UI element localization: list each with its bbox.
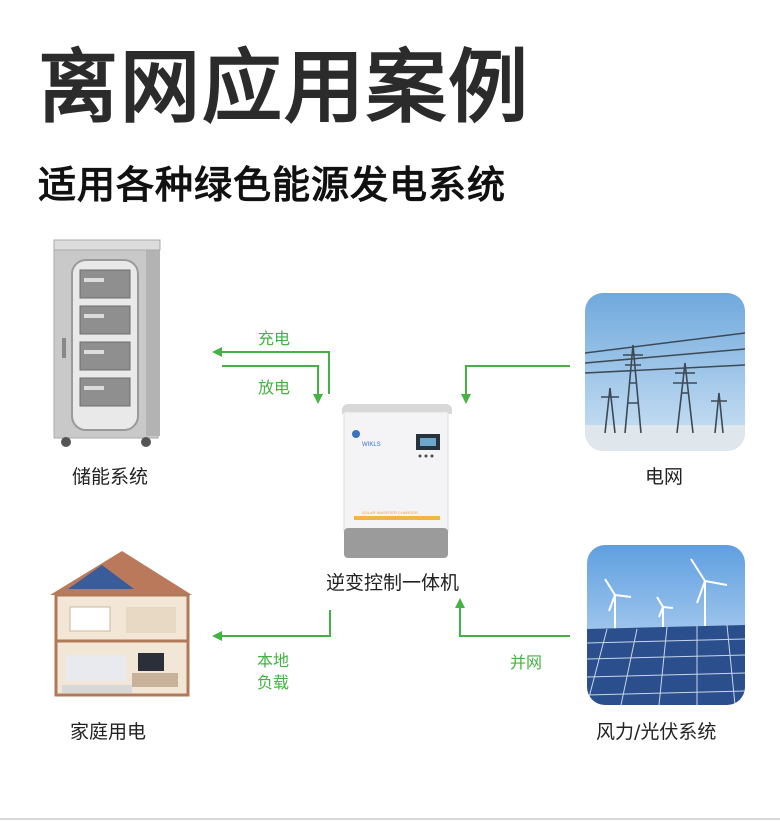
discharge-flow-label: 放电 [258, 378, 291, 397]
wind-solar-label: 风力/光伏系统 [596, 721, 717, 743]
inverter-label: 逆变控制一体机 [326, 572, 460, 594]
charge-flow-label: 充电 [258, 329, 291, 348]
home-power-label: 家庭用电 [70, 721, 147, 743]
wind-solar-image [587, 545, 745, 705]
page-subtitle: 适用各种绿色能源发电系统 [38, 163, 507, 207]
inverter-brand-text: WIKLS [362, 442, 381, 448]
home-image [42, 545, 200, 703]
bottom-divider [0, 818, 780, 820]
storage-system-label: 储能系统 [72, 466, 149, 488]
power-grid-image [585, 293, 745, 451]
power-grid-label: 电网 [645, 466, 684, 488]
local-load-label-line1: 本地 [257, 651, 290, 670]
inverter-device-image: WIKLS SOLAR INVERTER CHARGER [342, 404, 452, 560]
page-title: 离网应用案例 [38, 41, 530, 134]
grid-tie-flow-label: 并网 [510, 653, 543, 672]
inverter-product-text: SOLAR INVERTER CHARGER [362, 510, 418, 515]
storage-cabinet-image [50, 238, 168, 450]
local-load-label-line2: 负载 [257, 673, 290, 692]
